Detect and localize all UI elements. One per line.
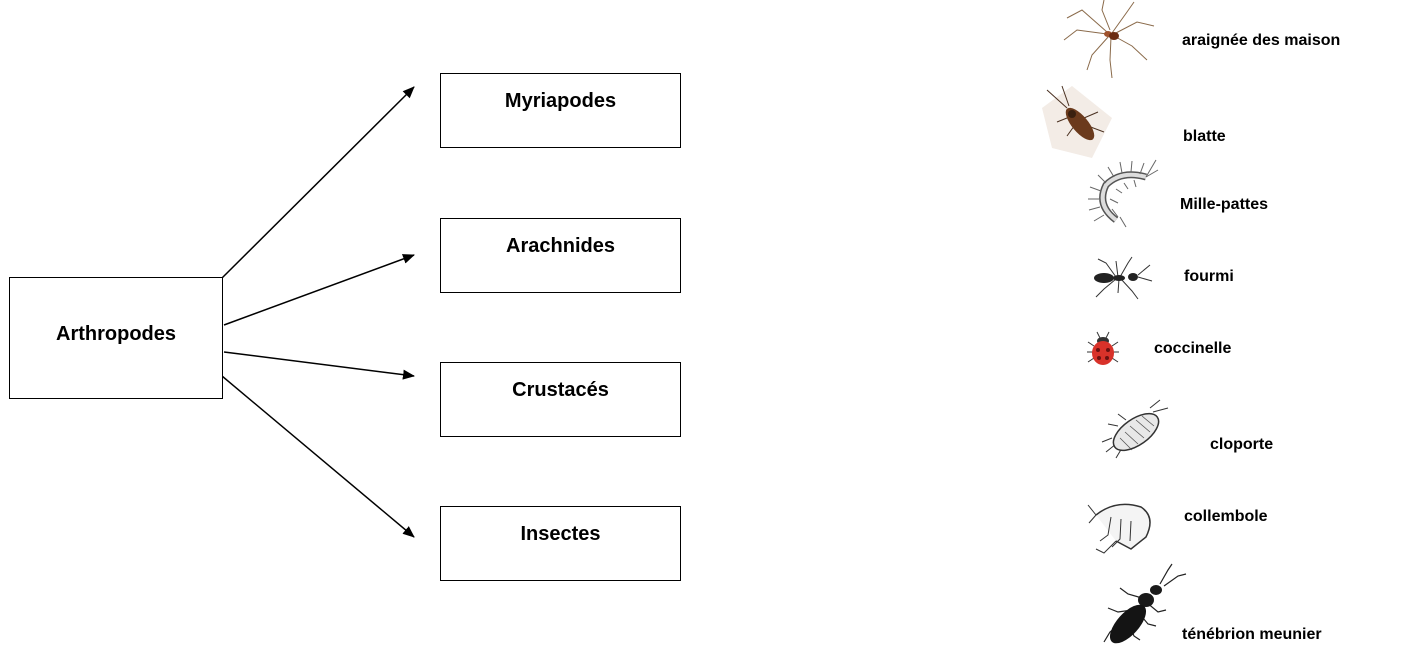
millipede-icon [1088, 159, 1159, 228]
myriapodes-box: Myriapodes [440, 73, 681, 148]
animal-label-coccinelle: coccinelle [1154, 340, 1232, 357]
crustaces-label: Crustacés [512, 379, 609, 401]
arrow-to-myriapodes [221, 86, 415, 279]
arrow-to-insectes [221, 375, 415, 538]
ant-icon [1094, 256, 1153, 300]
springtail-icon [1087, 503, 1151, 554]
animal-label-araignee: araignée des maison [1182, 32, 1341, 49]
animal-label-fourmi: fourmi [1184, 268, 1234, 285]
insectes-box: Insectes [440, 506, 681, 581]
crustaces-box: Crustacés [440, 362, 681, 437]
animal-label-collembole: collembole [1184, 508, 1268, 525]
spider-icon [1063, 0, 1155, 78]
myriapodes-label: Myriapodes [504, 90, 617, 112]
arthropodes-box: Arthropodes [9, 277, 223, 399]
arachnides-box: Arachnides [440, 218, 681, 293]
cockroach-icon [1042, 85, 1112, 158]
insectes-label: Insectes [520, 523, 601, 545]
arrow-to-crustaces [223, 351, 415, 380]
animal-label-blatte: blatte [1183, 128, 1226, 145]
animal-label-tenebrion: ténébrion meunier [1182, 626, 1322, 643]
arthropodes-label: Arthropodes [56, 323, 176, 345]
mealworm-beetle-icon [1103, 563, 1187, 644]
arrow-to-arachnides [223, 254, 415, 326]
animal-label-mille-pattes: Mille-pattes [1180, 196, 1269, 213]
arachnides-label: Arachnides [506, 235, 615, 257]
animal-label-cloporte: cloporte [1210, 436, 1274, 453]
woodlouse-icon [1101, 399, 1169, 459]
ladybug-icon [1087, 331, 1119, 365]
